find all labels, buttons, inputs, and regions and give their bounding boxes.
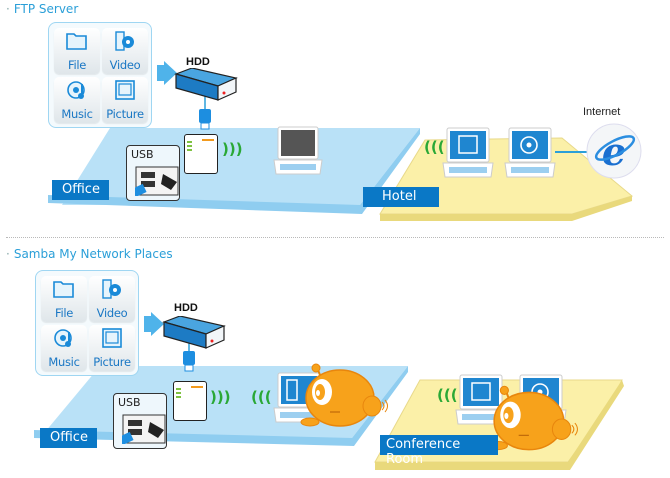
arrow-stem [157, 65, 164, 81]
usb-port-panel: USB [126, 145, 180, 201]
wireless-router [184, 134, 218, 174]
router-led [176, 396, 181, 398]
section-title-ftp: ·FTP Server [6, 2, 78, 16]
music-disc-icon [54, 329, 72, 347]
router-led [187, 141, 192, 143]
media-label: File [67, 58, 87, 72]
folder-icon [66, 33, 87, 50]
wifi-signal-icon: ))) [210, 388, 231, 406]
mascot-icon [488, 385, 578, 451]
arrow-right-icon [151, 312, 164, 336]
hotel-floor-edge [380, 196, 632, 221]
laptop-icon [273, 126, 323, 175]
hdd-icon [174, 68, 238, 101]
router-led [176, 392, 181, 394]
bullet-dot: · [6, 247, 10, 261]
section-title-samba: ·Samba My Network Places [6, 247, 173, 261]
section-divider [6, 237, 664, 238]
picture-frame-icon [102, 328, 122, 348]
laptop-music-icon [504, 127, 556, 178]
arrow-stem [144, 316, 151, 332]
media-label: Music [48, 355, 80, 369]
folder-icon [53, 281, 74, 298]
router-led [176, 388, 181, 390]
mascot-icon [300, 363, 388, 427]
media-label: Picture [106, 107, 144, 121]
media-label: Picture [93, 355, 131, 369]
place-label-office: Office [52, 180, 109, 200]
internet-explorer-icon: e [586, 123, 642, 179]
wifi-signal-icon: ))) [222, 140, 243, 158]
media-tile-file: File [41, 276, 87, 322]
internet-label: Internet [583, 106, 621, 118]
video-icon [115, 31, 134, 51]
hdd-icon [162, 316, 226, 349]
media-label: File [54, 306, 74, 320]
router-brand [191, 386, 203, 388]
media-panel: File Video Music Picture [35, 270, 139, 376]
usb-ports-icon [135, 166, 179, 196]
wireless-router [173, 381, 207, 421]
laptop-picture-icon [442, 127, 494, 178]
media-panel: File Video Music Picture [48, 22, 152, 128]
usb-ports-icon [122, 414, 166, 444]
hdd-label: HDD [186, 56, 210, 68]
place-label-office: Office [40, 428, 97, 448]
media-tile-video: Video [89, 276, 135, 322]
usb-stick-icon [183, 351, 195, 372]
router-led [187, 149, 192, 151]
usb-label: USB [118, 396, 141, 409]
router-led [187, 145, 192, 147]
media-label: Video [96, 306, 128, 320]
wifi-signal-icon: ((( [251, 388, 272, 406]
media-tile-picture: Picture [102, 77, 148, 123]
laptop-picture-icon [455, 374, 507, 425]
section-title-text: FTP Server [13, 2, 79, 16]
media-tile-video: Video [102, 28, 148, 74]
arrow-right-icon [164, 61, 177, 85]
section-title-text: Samba My Network Places [13, 247, 173, 261]
media-label: Video [109, 58, 141, 72]
usb-label: USB [131, 148, 154, 161]
media-tile-music: Music [54, 77, 100, 123]
picture-frame-icon [115, 80, 135, 100]
media-tile-music: Music [41, 325, 87, 371]
video-icon [102, 279, 121, 299]
wifi-signal-icon: ((( [437, 386, 458, 404]
place-label-conference-room: Conference Room [380, 435, 498, 467]
usb-port-panel: USB [113, 393, 167, 449]
media-tile-file: File [54, 28, 100, 74]
media-label: Music [61, 107, 93, 121]
hdd-label: HDD [174, 302, 198, 314]
usb-stick-icon [199, 109, 211, 130]
router-brand [202, 139, 214, 141]
wifi-signal-icon: ((( [424, 138, 445, 156]
place-label-hotel: Hotel [363, 187, 439, 207]
music-disc-icon [67, 81, 85, 99]
media-tile-picture: Picture [89, 325, 135, 371]
bullet-dot: · [6, 2, 10, 16]
